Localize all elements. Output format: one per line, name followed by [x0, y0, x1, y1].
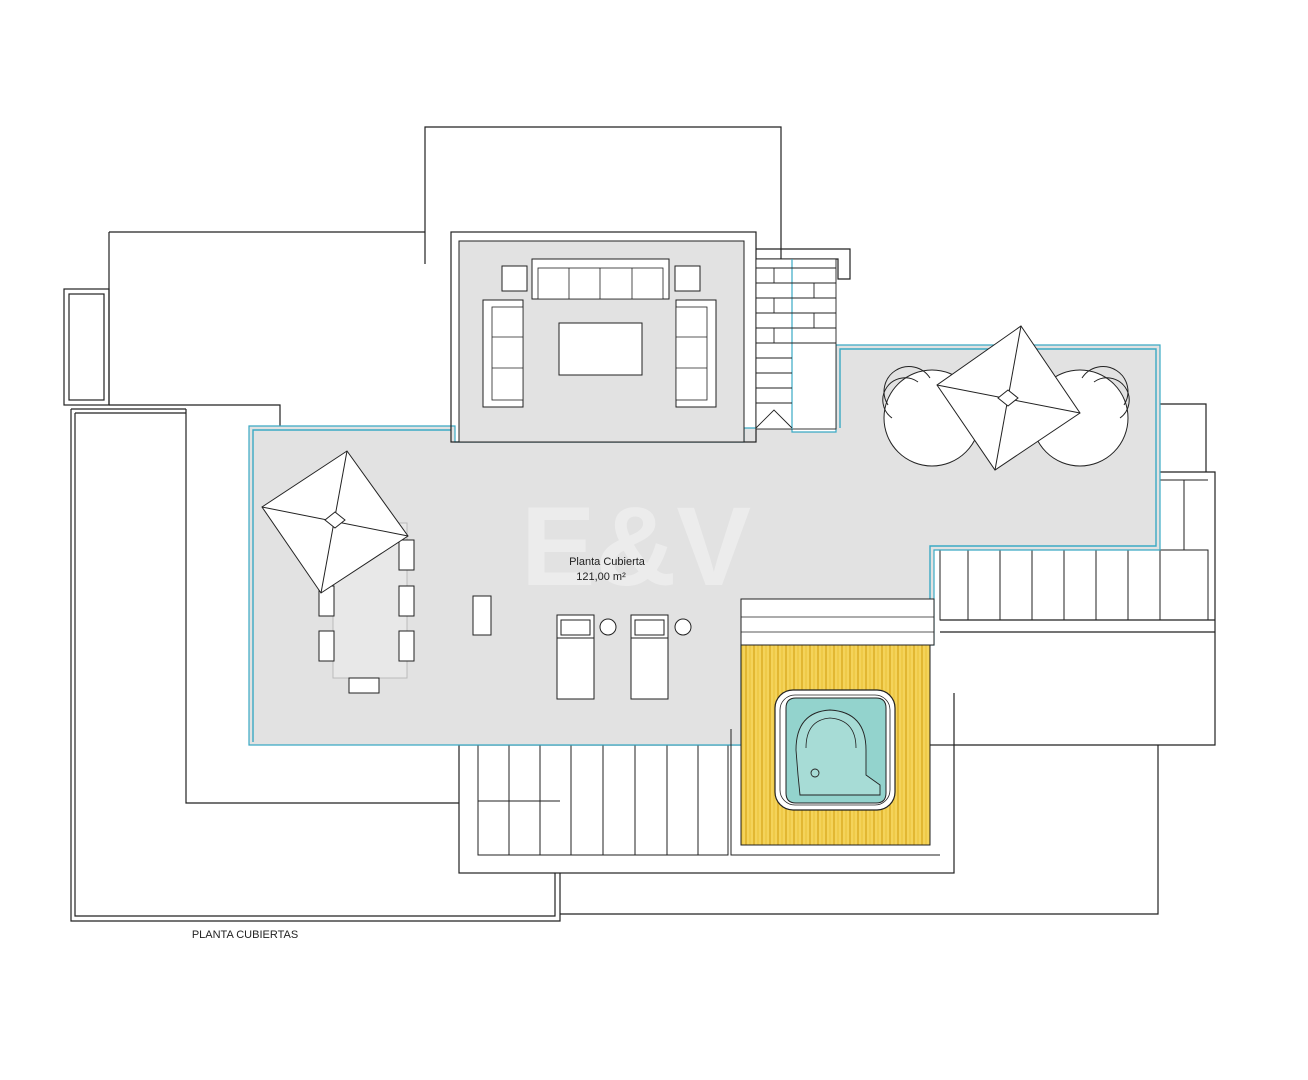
side-table — [472, 595, 492, 636]
sun-lounger-2 — [630, 614, 692, 700]
dining-set — [318, 522, 415, 694]
drawing-title: PLANTA CUBIERTAS — [192, 929, 298, 941]
staircase — [755, 258, 837, 430]
room-name-label: Planta Cubierta — [569, 556, 646, 568]
glass-railing-right — [839, 348, 1157, 640]
watermark: E&V — [521, 484, 751, 609]
lounge-room — [450, 231, 757, 443]
room-area-label: 121,00 m² — [576, 571, 626, 583]
parasol-left — [261, 450, 409, 594]
glass-railing — [252, 429, 451, 742]
roof-outlines — [63, 126, 1216, 922]
jacuzzi-area — [730, 598, 940, 856]
sun-lounger-1 — [556, 614, 617, 700]
parasol-right — [936, 325, 1081, 471]
roof-slats-lower — [477, 744, 729, 856]
